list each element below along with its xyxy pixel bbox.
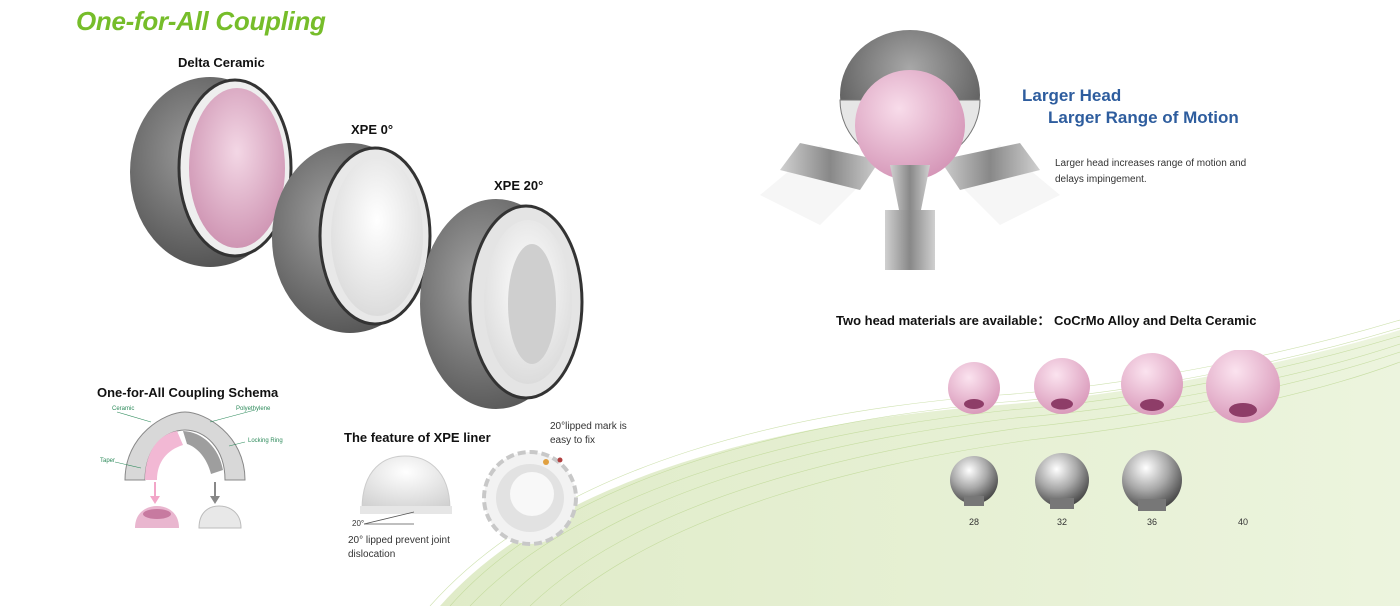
xpe-20-cup-image <box>420 199 584 409</box>
size-label-36: 36 <box>1146 517 1157 527</box>
ceramic-head-40 <box>1206 350 1280 423</box>
schema-label-taper: Taper <box>100 458 116 464</box>
schema-heading: One-for-All Coupling Schema <box>97 385 279 400</box>
head-materials-heading: Two head materials are available： CoCrMo… <box>836 313 1257 328</box>
mark-caption: 20°lipped mark is easy to fix <box>550 421 627 446</box>
motion-description: Larger head increases range of motion an… <box>1055 158 1247 185</box>
ceramic-head-32 <box>1034 358 1090 414</box>
larger-head-heading: Larger Head <box>1022 86 1122 105</box>
xpe-20-label: XPE 20° <box>494 178 544 193</box>
xpe-liner-top-image <box>482 450 578 546</box>
xpe-0-label: XPE 0° <box>351 122 394 137</box>
cocrmo-heads-row <box>950 450 1182 511</box>
delta-ceramic-label: Delta Ceramic <box>178 55 265 70</box>
schema-label-ceramic: Ceramic <box>112 406 135 412</box>
ceramic-head-36 <box>1121 353 1183 415</box>
xpe-liner-side-image <box>360 455 452 525</box>
lip-caption: 20° lipped prevent joint dislocation <box>348 535 450 560</box>
hip-joint-range-of-motion-image <box>760 30 1060 270</box>
ceramic-head-28 <box>948 362 1000 414</box>
size-label-32: 32 <box>1056 517 1067 527</box>
schema-label-polyethylene: Polyethylene <box>236 406 271 412</box>
schema-label-locking-ring: Locking Ring <box>248 438 283 444</box>
metal-head-36 <box>1122 450 1182 511</box>
xpe-feature-heading: The feature of XPE liner <box>344 430 491 445</box>
larger-range-heading: Larger Range of Motion <box>1048 108 1239 127</box>
metal-head-32 <box>1035 453 1089 509</box>
ceramic-heads-row <box>948 350 1280 423</box>
xpe-0-cup-image <box>272 143 432 333</box>
page-title: One-for-All Coupling <box>76 6 326 36</box>
coupling-schema-diagram <box>114 409 256 529</box>
size-label-28: 28 <box>968 517 979 527</box>
angle-label: 20° <box>352 519 365 528</box>
delta-ceramic-cup-image <box>130 77 293 267</box>
size-label-40: 40 <box>1237 517 1248 527</box>
metal-head-28 <box>950 456 998 506</box>
